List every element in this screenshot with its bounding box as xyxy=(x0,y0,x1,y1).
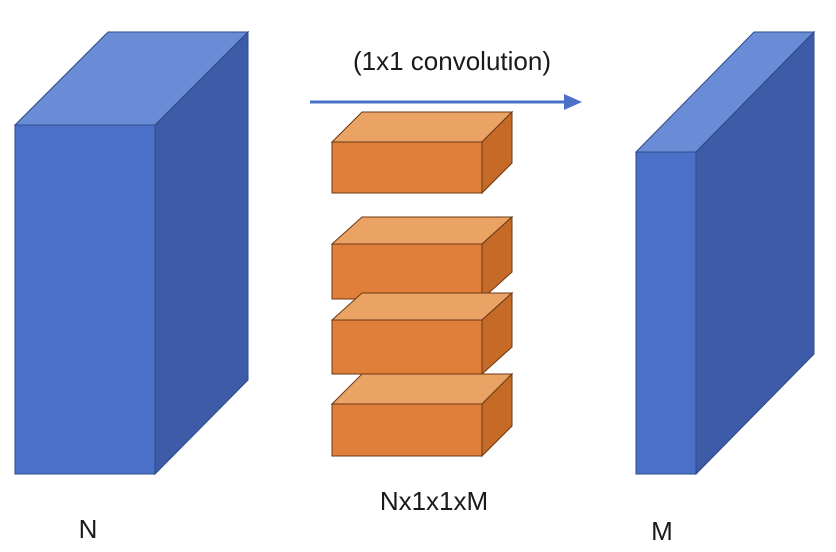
output-label: M xyxy=(651,516,673,546)
filter-brick-top xyxy=(330,373,514,405)
filter-brick-top xyxy=(330,216,514,245)
filter-brick xyxy=(330,110,514,195)
filter-brick-front xyxy=(331,319,483,375)
input-tensor-block xyxy=(13,30,250,476)
convolution-arrow xyxy=(310,94,582,110)
filter-brick xyxy=(330,291,514,376)
output-tensor-block xyxy=(634,30,816,476)
filter-brick xyxy=(330,372,514,458)
filter-brick-top xyxy=(330,292,514,321)
filter-brick-top xyxy=(330,111,514,143)
filter-brick xyxy=(330,215,514,301)
filter-brick-front xyxy=(331,403,483,457)
right-arrow-icon xyxy=(564,94,582,110)
operation-label: (1x1 convolution) xyxy=(353,46,551,76)
filter-label: Nx1x1xM xyxy=(380,486,488,516)
filter-brick-front xyxy=(331,243,483,300)
input-tensor-front xyxy=(14,124,156,475)
filter-brick-front xyxy=(331,141,483,194)
output-tensor-front xyxy=(635,151,697,475)
input-label: N xyxy=(79,514,98,544)
